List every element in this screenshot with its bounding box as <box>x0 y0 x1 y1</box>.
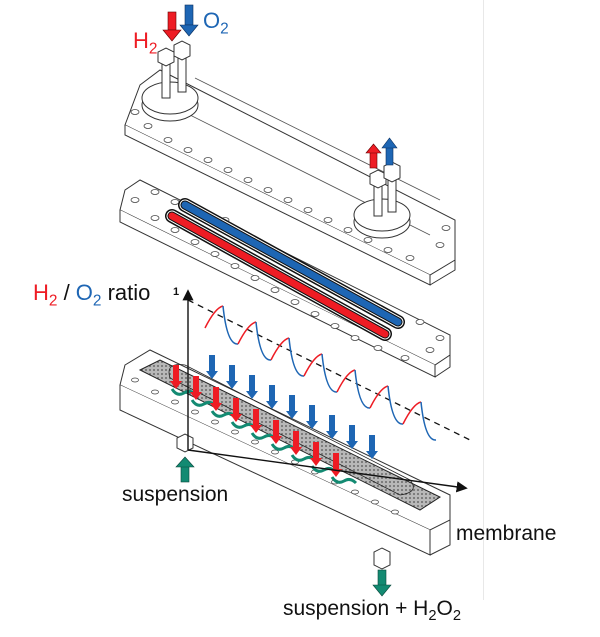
top-plate-bolt-holes <box>130 109 451 261</box>
ratio-wave-fall <box>420 401 437 441</box>
h2-inlet-label: H2 <box>133 28 158 58</box>
ratio-wave-rise <box>369 385 389 409</box>
h2-inlet-arrow <box>162 11 182 42</box>
h2-flow-arrow <box>210 387 222 411</box>
o2-flow-arrow <box>306 405 318 429</box>
ratio-wave-fall <box>222 305 239 345</box>
inlet-flange <box>141 40 199 122</box>
frame-divider <box>483 0 484 600</box>
ratio-wave-rise <box>402 401 422 425</box>
top-plate <box>124 40 456 286</box>
suspension-outlet-fitting <box>373 547 391 570</box>
middle-plate <box>119 179 451 378</box>
h2-flow-arrow <box>230 398 242 422</box>
ratio-axis-label: H2 / O2 ratio <box>33 280 151 310</box>
h2-outlet-arrow <box>365 143 382 169</box>
ratio-wave-rise <box>303 353 323 377</box>
middle-plate-bolt-holes <box>130 189 445 361</box>
ratio-wave-fall <box>387 385 404 425</box>
h2-flow-arrow <box>270 420 282 444</box>
suspension-in-arrow <box>175 456 195 483</box>
o2-flow-arrow <box>226 365 238 389</box>
outlet-flange <box>353 161 411 239</box>
h2-channel <box>165 209 392 341</box>
membrane-gas-arrows <box>170 355 378 485</box>
ratio-baseline <box>187 299 471 441</box>
suspension-flow-swirl <box>330 476 358 485</box>
suspension-inlet-label: suspension <box>122 483 229 506</box>
h2-flow-arrow <box>250 409 262 433</box>
o2-inlet-label: O2 <box>203 8 229 38</box>
ratio-x-axis <box>187 449 468 493</box>
o2-flow-arrow <box>206 355 218 379</box>
membrane-label: membrane <box>456 522 557 545</box>
o2-flow-arrow <box>266 385 278 409</box>
o2-flow-arrow <box>246 375 258 399</box>
ratio-wave <box>204 305 437 441</box>
o2-flow-arrow <box>366 435 378 459</box>
o2-flow-arrow <box>326 415 338 439</box>
h2-flow-arrow <box>170 365 182 389</box>
suspension-outlet-label: suspension + H2O2 <box>283 597 462 625</box>
ratio-tick-1: 1 <box>173 286 180 298</box>
ratio-plot <box>182 289 471 493</box>
o2-flow-arrow <box>346 425 358 449</box>
h2-flow-arrow <box>310 442 322 466</box>
ratio-wave-rise <box>336 369 356 393</box>
o2-inlet-arrow <box>179 4 199 37</box>
o2-outlet-arrow <box>381 137 398 166</box>
ratio-wave-rise <box>270 337 290 361</box>
o2-channel <box>178 198 405 329</box>
h2-flow-arrow <box>290 431 302 455</box>
ratio-wave-fall <box>321 353 338 393</box>
ratio-wave-rise <box>237 321 257 345</box>
ratio-wave-fall <box>354 369 371 409</box>
o2-flow-arrow <box>286 395 298 419</box>
ratio-wave-fall <box>255 321 272 361</box>
h2-flow-arrow <box>190 376 202 400</box>
suspension-inlet-fitting <box>176 433 194 453</box>
bottom-plate <box>119 349 451 570</box>
ratio-wave-fall <box>288 337 305 377</box>
suspension-out-arrow <box>372 569 392 597</box>
ratio-wave-rise <box>204 305 224 329</box>
